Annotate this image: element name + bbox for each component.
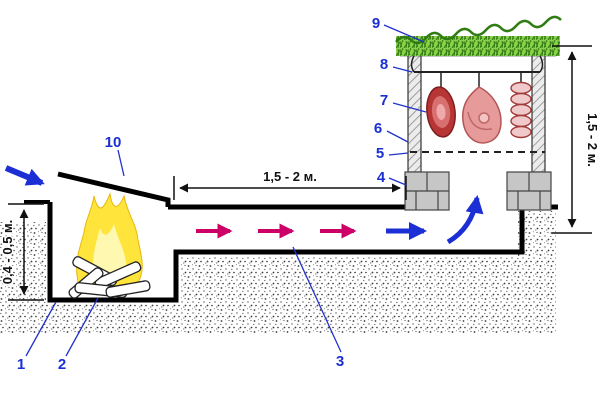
pit-depth-label: 0,4 - 0,5 м. [0, 220, 15, 285]
callout-leaders [25, 24, 427, 357]
leader-10 [117, 149, 125, 177]
grass-roof [396, 36, 560, 56]
ground-texture [0, 211, 556, 334]
meat-ham-large [461, 86, 502, 144]
grass-roof-edge [395, 15, 562, 45]
callout-3: 3 [336, 353, 344, 370]
chamber-height-label: 1,5 - 2 м. [585, 113, 600, 167]
leader-9 [383, 24, 425, 43]
callout-9: 9 [372, 15, 380, 32]
leader-5 [388, 152, 409, 156]
leader-7 [392, 102, 427, 113]
firewood-logs [68, 256, 151, 299]
leader-1 [25, 301, 57, 357]
callout-4: 4 [377, 169, 386, 186]
callout-8: 8 [380, 56, 388, 73]
callout-2: 2 [58, 356, 66, 373]
dimension-pit-depth: 0,4 - 0,5 м. [0, 203, 44, 301]
rod-hook-left [410, 55, 415, 73]
meat-ham-small [426, 86, 456, 138]
dimension-channel-length: 1,5 - 2 м. [173, 168, 407, 200]
leader-2 [65, 297, 99, 357]
leader-4 [388, 177, 407, 186]
callout-10: 10 [105, 134, 122, 151]
callout-6: 6 [374, 120, 382, 137]
inlet-air-arrow [4, 165, 45, 186]
brick-support-right [506, 171, 552, 211]
smoking-chamber [395, 15, 562, 211]
callout-5: 5 [376, 145, 384, 162]
leader-8 [392, 66, 413, 73]
leader-6 [386, 130, 409, 143]
rod-hook-right [539, 55, 544, 73]
dimension-chamber-height: 1,5 - 2 м. [552, 45, 600, 234]
channel-length-label: 1,5 - 2 м. [263, 169, 317, 184]
pit-cover [57, 171, 171, 207]
sausage-coil [510, 81, 532, 139]
callout-7: 7 [380, 92, 388, 109]
brick-support-left [404, 171, 450, 211]
callout-1: 1 [17, 356, 25, 373]
smoke-arrow-rising [446, 195, 484, 245]
leader-3 [292, 246, 342, 353]
